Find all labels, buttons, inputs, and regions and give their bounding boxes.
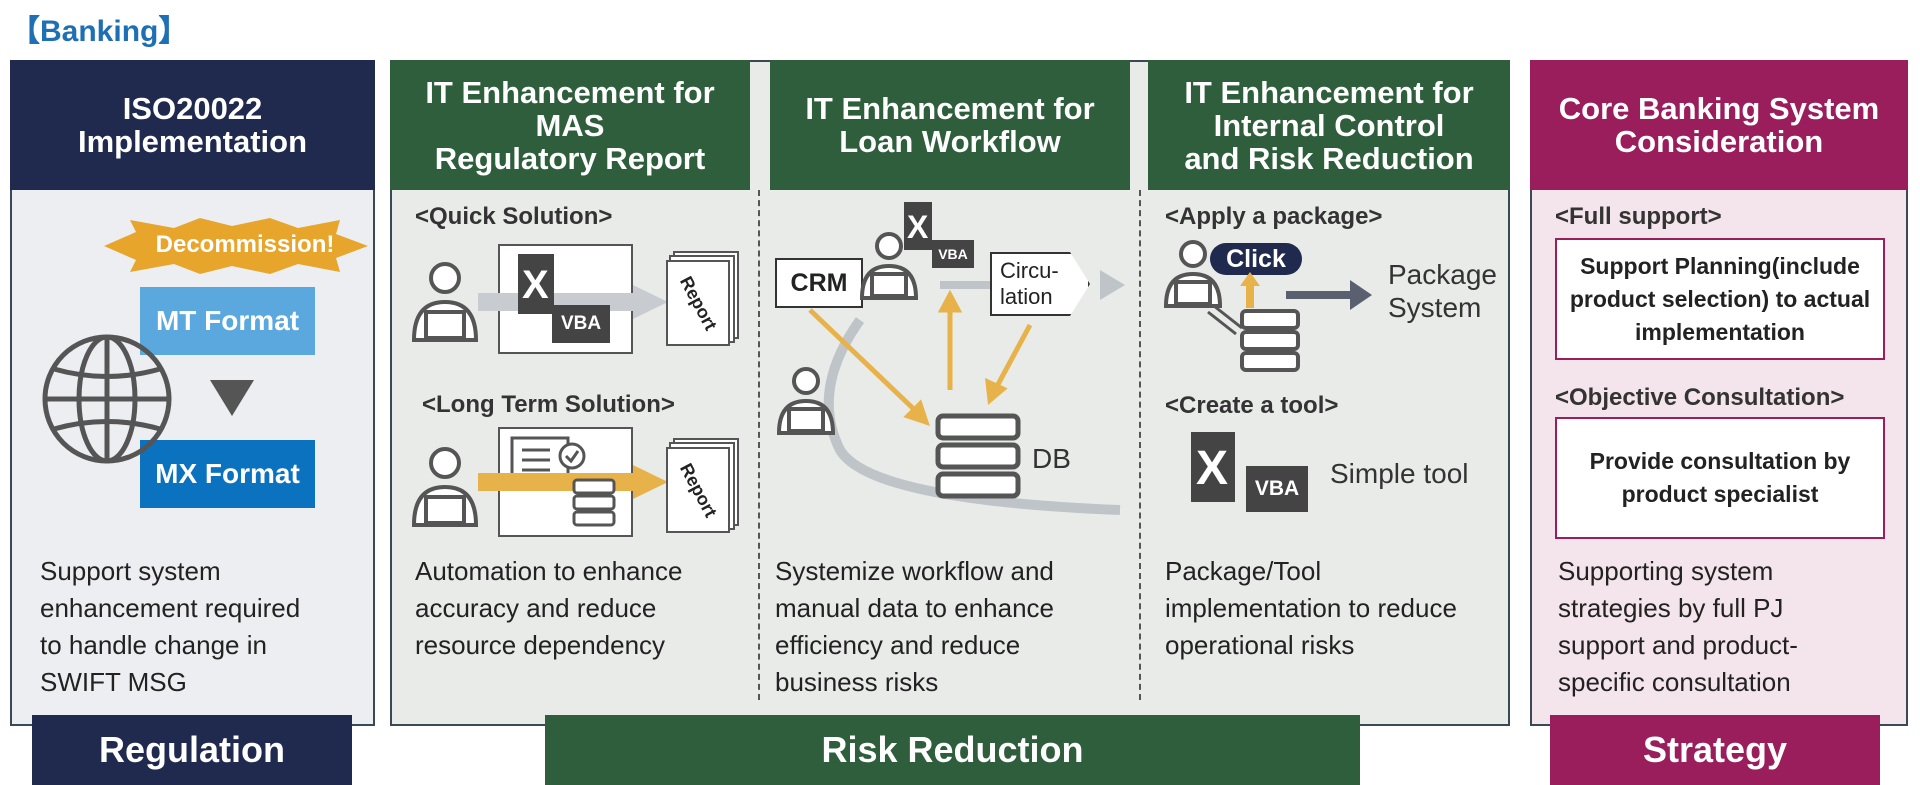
circulation-label: Circu- lation <box>1000 258 1059 309</box>
full-support-label: <Full support> <box>1555 203 1722 230</box>
click-label: Click <box>1226 244 1286 273</box>
panel-mas-desc: Automation to enhance accuracy and reduc… <box>415 556 683 660</box>
report-label: Report <box>675 272 721 334</box>
objective-consultation-box: Provide consultation by product speciali… <box>1555 417 1885 539</box>
panel-loan-title: IT Enhancement for Loan Workflow <box>770 60 1130 190</box>
mx-format-box: MX Format <box>140 440 315 508</box>
svg-text:X: X <box>1196 442 1228 495</box>
long-term-solution-label: <Long Term Solution> <box>422 391 675 418</box>
full-support-box: Support Planning(include product selecti… <box>1555 238 1885 360</box>
click-arrows <box>1207 272 1372 336</box>
database-icon <box>935 413 1021 499</box>
quick-solution-label: <Quick Solution> <box>415 203 613 230</box>
category-strategy: Strategy <box>1550 715 1880 785</box>
crm-label: CRM <box>790 268 848 297</box>
page-tag: 【Banking】 <box>10 15 189 48</box>
person-icon <box>776 367 836 435</box>
panel-core-banking-desc: Supporting system strategies by full PJ … <box>1558 556 1798 697</box>
person-icon <box>411 262 479 342</box>
decommission-burst <box>104 218 368 274</box>
person-icon <box>1163 240 1223 308</box>
create-tool-label: <Create a tool> <box>1165 392 1339 419</box>
person-icon <box>411 447 479 527</box>
report-icon: Report <box>666 260 730 346</box>
excel-icon: X <box>518 254 554 314</box>
vba-badge: VBA <box>932 240 974 268</box>
panel-core-banking-title: Core Banking System Consideration <box>1530 60 1908 190</box>
click-button[interactable]: Click <box>1210 243 1302 275</box>
database-icon <box>1240 309 1300 372</box>
report-icon: Report <box>666 447 730 533</box>
triangle-down-icon <box>210 380 254 416</box>
panel-iso20022-desc: Support system enhancement required to h… <box>40 556 301 697</box>
divider <box>1139 190 1141 700</box>
db-label: DB <box>1032 443 1071 474</box>
apply-package-label: <Apply a package> <box>1165 203 1383 230</box>
category-risk-reduction: Risk Reduction <box>545 715 1360 785</box>
divider <box>758 190 760 700</box>
panel-iso20022-title: ISO20022 Implementation <box>10 60 375 190</box>
excel-icon: X <box>904 202 932 250</box>
panel-internal-title: IT Enhancement for Internal Control and … <box>1148 60 1510 190</box>
panel-mas-title: IT Enhancement for MAS Regulatory Report <box>390 60 750 190</box>
objective-consultation-label: <Objective Consultation> <box>1555 384 1845 411</box>
report-label: Report <box>675 459 721 521</box>
circulation-box: Circu- lation <box>990 252 1090 316</box>
panel-loan-desc: Systemize workflow and manual data to en… <box>775 556 1054 697</box>
simple-tool-label: Simple tool <box>1330 458 1469 489</box>
decommission-label: Decommission! <box>155 231 335 258</box>
person-icon <box>859 232 919 300</box>
svg-text:X: X <box>907 209 929 245</box>
database-icon <box>572 478 616 527</box>
flow-arrows <box>808 289 1033 426</box>
crm-box: CRM <box>775 258 863 308</box>
svg-text:X: X <box>522 263 549 307</box>
mx-format-label: MX Format <box>155 458 300 489</box>
globe-icon <box>42 334 172 464</box>
excel-icon: X <box>1191 432 1235 502</box>
package-system-label: Package System <box>1388 259 1497 323</box>
mt-format-box: MT Format <box>140 287 315 355</box>
category-regulation: Regulation <box>32 715 352 785</box>
vba-badge: VBA <box>552 305 610 343</box>
mt-format-label: MT Format <box>155 305 300 336</box>
panel-internal-desc: Package/Tool implementation to reduce op… <box>1165 556 1457 660</box>
vba-badge: VBA <box>1246 466 1308 512</box>
